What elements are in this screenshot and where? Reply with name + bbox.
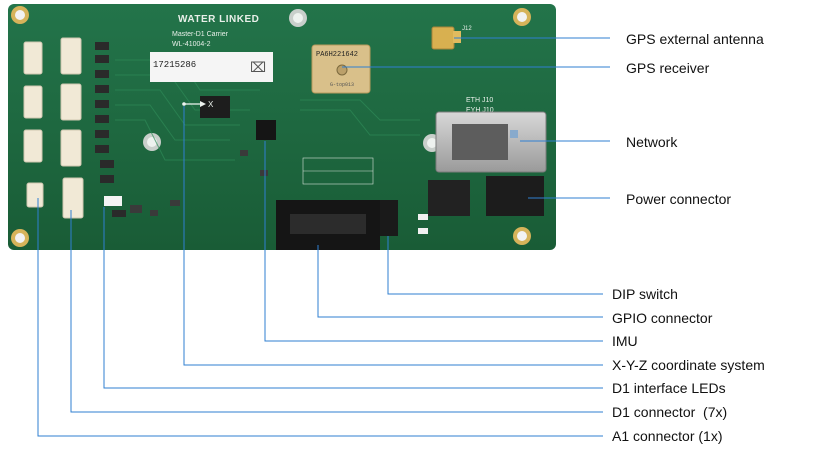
mounting-holes <box>11 6 531 247</box>
d1-interface-leds <box>95 42 126 217</box>
label-a1-connector: A1 connector (1x) <box>612 428 723 444</box>
brand-text: WATER LINKED <box>178 14 259 25</box>
weee-bin-icon: ⌧ <box>250 60 266 76</box>
label-power-connector: Power connector <box>626 191 732 207</box>
label-gps-external-antenna: GPS external antenna <box>626 31 764 47</box>
pcb <box>8 4 556 250</box>
label-dip-switch: DIP switch <box>612 286 678 302</box>
product-text: Master-D1 Carrier <box>172 31 229 38</box>
a1-connector <box>26 182 44 208</box>
gps-module-id: PA6H221642 <box>316 51 358 59</box>
inductor <box>428 180 470 216</box>
dip-switch <box>380 200 398 236</box>
power-connector <box>486 176 544 216</box>
label-imu: IMU <box>612 333 638 349</box>
eth-label-1: ETH J10 <box>466 97 493 104</box>
label-d1-connector: D1 connector (7x) <box>612 404 728 420</box>
imu-chip <box>256 120 276 140</box>
smd-components <box>130 96 268 216</box>
leader-gpio-connector <box>317 245 603 318</box>
leader-d1-leds <box>103 207 603 389</box>
label-gps-receiver: GPS receiver <box>626 60 710 76</box>
label-gpio-connector: GPIO connector <box>612 310 713 326</box>
d1-connectors <box>23 37 84 219</box>
x-axis-label: X <box>208 100 214 109</box>
label-d1-interface-leds: D1 interface LEDs <box>612 380 726 396</box>
serial-sticker <box>150 52 273 82</box>
eth-label-2: EYH J10 <box>466 107 494 114</box>
gps-module-sub: G-top013 <box>330 82 354 88</box>
leader-dip-switch <box>387 236 603 295</box>
serial-number-text: 17215286 <box>153 60 196 70</box>
leader-a1-connector <box>37 198 603 437</box>
leader-imu <box>264 141 603 342</box>
leader-lines <box>37 37 610 437</box>
antenna-ref-text: J12 <box>462 26 472 32</box>
leader-d1-connector <box>70 210 603 413</box>
label-xyz-coordinate-system: X-Y-Z coordinate system <box>612 357 765 373</box>
part-number-text: WL-41004-2 <box>172 41 211 48</box>
label-network: Network <box>626 134 678 150</box>
leader-xyz <box>183 106 603 366</box>
gps-antenna-connector <box>431 26 455 50</box>
